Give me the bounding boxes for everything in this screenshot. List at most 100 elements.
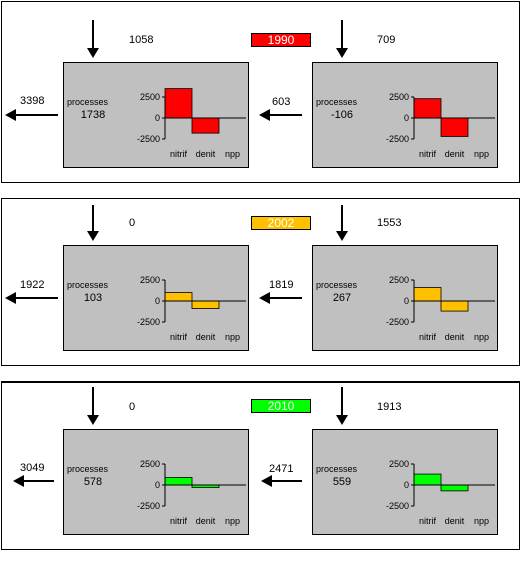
category-label-npp: npp: [474, 149, 489, 159]
y-tick-label: -2500: [137, 317, 160, 327]
y-tick-label: -2500: [386, 134, 409, 144]
bar-nitrif: [164, 88, 193, 119]
year-badge: 2002: [251, 216, 311, 230]
flow-arrows: [5, 20, 348, 121]
processes-label: processes: [316, 464, 358, 474]
process-bar-chart: 2500 0 -2500 nitrif denit npp: [137, 88, 246, 159]
bar-nitrif: [413, 98, 442, 119]
panel-2002: 0 2002 1553 1922 1819 processes 103 2500…: [1, 198, 520, 366]
processes-value: 559: [332, 476, 352, 488]
transfer-value: 1819: [269, 279, 294, 291]
year-badge: 1990: [251, 33, 311, 47]
process-bar-chart: 2500 0 -2500 nitrif denit npp: [386, 92, 495, 159]
category-label-npp: npp: [474, 516, 489, 526]
bar-nitrif: [413, 473, 442, 486]
transfer-arrowhead: [259, 109, 270, 121]
inflow-arrowhead-left: [87, 231, 99, 241]
inflow-left-value: 0: [129, 217, 136, 229]
transfer-arrowhead: [261, 475, 272, 487]
process-box-right: processes 559 2500 0 -2500 nitrif denit npp: [312, 429, 498, 535]
processes-value: 578: [83, 476, 103, 488]
bar-denit: [440, 117, 469, 137]
bar-nitrif: [164, 292, 193, 302]
y-tick-label: 0: [155, 113, 160, 123]
category-label-nitrif: nitrif: [170, 332, 188, 342]
inflow-arrowhead-left: [87, 48, 99, 58]
inflow-right-value: 1913: [377, 401, 402, 413]
outflow-arrowhead: [5, 292, 16, 304]
panel-2010: 0 2010 1913 3049 2471 processes 578 2500…: [1, 381, 520, 550]
y-tick-label: 0: [404, 296, 409, 306]
processes-label: processes: [67, 97, 109, 107]
category-label-npp: npp: [225, 332, 240, 342]
inflow-right-value: 709: [377, 34, 396, 46]
outflow-value: 3049: [20, 462, 45, 474]
category-label-denit: denit: [196, 149, 216, 159]
inflow-left-value: 1058: [129, 34, 154, 46]
processes-value: 1738: [80, 109, 106, 121]
category-label-nitrif: nitrif: [170, 516, 188, 526]
bar-denit: [440, 484, 469, 492]
bar-nitrif: [164, 477, 193, 486]
bar-denit: [191, 117, 220, 134]
category-label-nitrif: nitrif: [419, 149, 437, 159]
outflow-value: 1922: [20, 279, 45, 291]
category-label-npp: npp: [225, 149, 240, 159]
category-label-denit: denit: [445, 149, 465, 159]
category-label-denit: denit: [445, 516, 465, 526]
y-tick-label: 0: [155, 480, 160, 490]
transfer-value: 603: [272, 96, 291, 108]
processes-value: 267: [332, 292, 352, 304]
process-box-left: processes 1738 2500 0 -2500 nitrif denit npp: [63, 62, 249, 168]
y-tick-label: 2500: [389, 459, 409, 469]
bar-denit: [191, 300, 220, 309]
processes-label: processes: [316, 280, 358, 290]
y-tick-label: -2500: [137, 134, 160, 144]
bar-nitrif: [413, 287, 442, 302]
y-tick-label: 0: [404, 113, 409, 123]
y-tick-label: 2500: [140, 275, 160, 285]
processes-value: 103: [83, 292, 103, 304]
y-tick-label: 2500: [140, 92, 160, 102]
category-label-nitrif: nitrif: [170, 149, 188, 159]
outflow-arrowhead: [13, 475, 24, 487]
inflow-arrowhead-right: [336, 48, 348, 58]
processes-label: processes: [67, 464, 109, 474]
category-label-nitrif: nitrif: [419, 516, 437, 526]
processes-value: -106: [330, 109, 354, 121]
processes-label: processes: [67, 280, 109, 290]
inflow-left-value: 0: [129, 401, 136, 413]
transfer-arrowhead: [259, 292, 270, 304]
outflow-arrowhead: [5, 109, 16, 121]
y-tick-label: -2500: [137, 501, 160, 511]
panel-1990: 1058 1990 709 3398 603 processes 1738 25…: [1, 1, 520, 183]
year-badge: 2010: [251, 399, 311, 413]
inflow-right-value: 1553: [377, 217, 402, 229]
process-box-right: processes -106 2500 0 -2500 nitrif denit npp: [312, 62, 498, 168]
bar-denit: [440, 300, 469, 312]
flow-arrows: [13, 387, 348, 487]
outflow-value: 3398: [20, 95, 45, 107]
category-label-npp: npp: [474, 332, 489, 342]
y-tick-label: -2500: [386, 317, 409, 327]
inflow-arrowhead-left: [87, 415, 99, 425]
y-tick-label: 2500: [140, 459, 160, 469]
y-tick-label: 0: [155, 296, 160, 306]
flow-arrows: [5, 205, 348, 304]
y-tick-label: 2500: [389, 92, 409, 102]
y-tick-label: 0: [404, 480, 409, 490]
y-tick-label: -2500: [386, 501, 409, 511]
process-bar-chart: 2500 0 -2500 nitrif denit npp: [386, 459, 495, 526]
y-tick-label: 2500: [389, 275, 409, 285]
inflow-arrowhead-right: [336, 415, 348, 425]
category-label-nitrif: nitrif: [419, 332, 437, 342]
processes-label: processes: [316, 97, 358, 107]
transfer-value: 2471: [269, 463, 294, 475]
inflow-arrowhead-right: [336, 231, 348, 241]
